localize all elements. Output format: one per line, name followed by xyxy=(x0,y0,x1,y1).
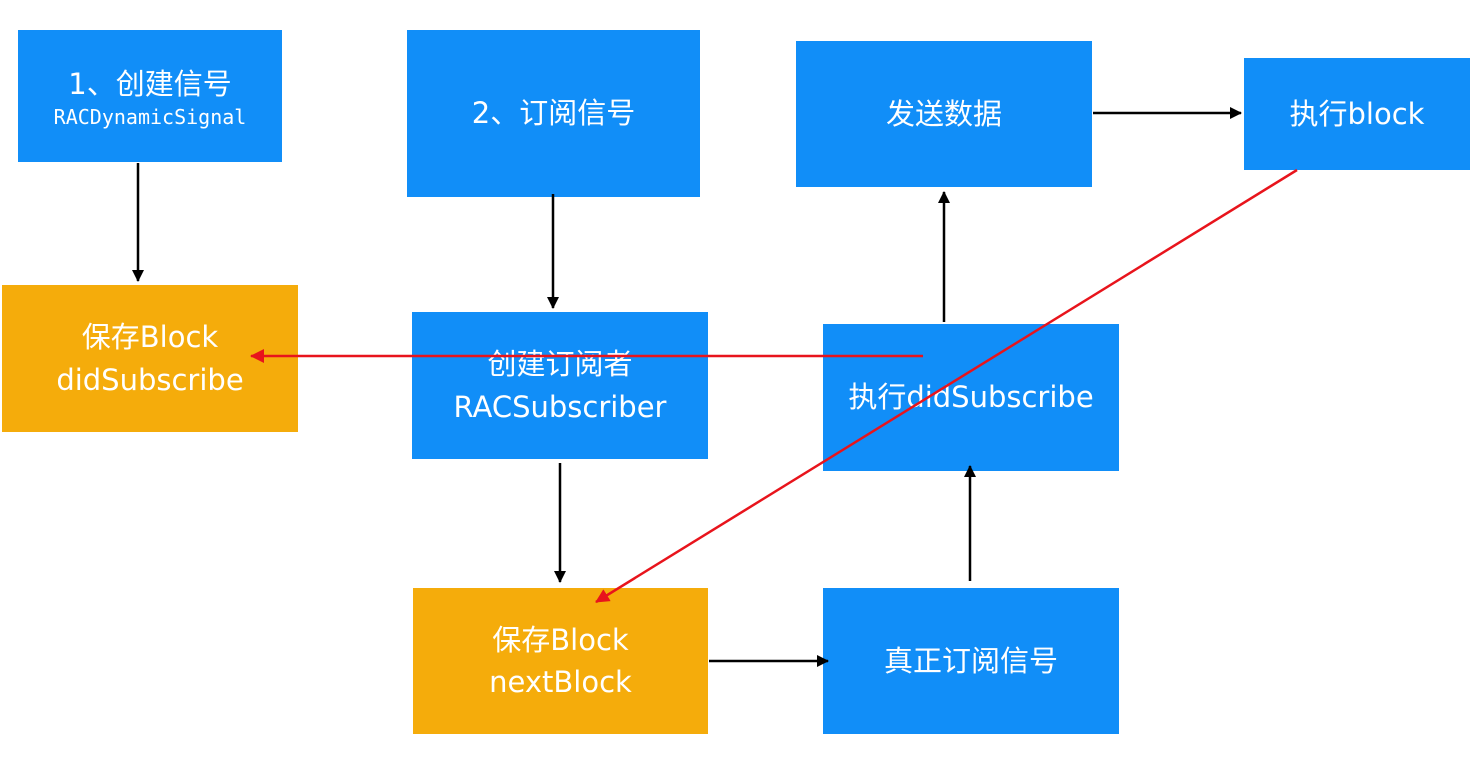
save-next-block-line1: 保存Block xyxy=(492,622,629,657)
subscribe-signal-title: 2、订阅信号 xyxy=(471,96,636,131)
create-signal-class: RACDynamicSignal xyxy=(53,104,247,129)
save-did-subscribe-box: 保存Block didSubscribe xyxy=(2,285,298,432)
run-did-subscribe-title: 执行didSubscribe xyxy=(848,380,1094,415)
save-next-block-box: 保存Block nextBlock xyxy=(413,588,708,734)
create-signal-title: 1、创建信号 xyxy=(68,67,232,102)
create-subscriber-box: 创建订阅者 RACSubscriber xyxy=(412,312,708,459)
send-data-box: 发送数据 xyxy=(796,41,1092,187)
real-subscribe-title: 真正订阅信号 xyxy=(883,643,1058,678)
run-block-title: 执行block xyxy=(1289,96,1425,131)
create-signal-box: 1、创建信号 RACDynamicSignal xyxy=(18,30,282,162)
save-did-subscribe-line1: 保存Block xyxy=(81,320,219,355)
send-data-title: 发送数据 xyxy=(885,96,1002,131)
subscribe-signal-box: 2、订阅信号 xyxy=(407,30,700,197)
run-did-subscribe-box: 执行didSubscribe xyxy=(823,324,1119,471)
create-subscriber-line2: RACSubscriber xyxy=(453,389,667,424)
create-subscriber-line1: 创建订阅者 xyxy=(487,347,633,382)
save-did-subscribe-line2: didSubscribe xyxy=(56,362,244,397)
real-subscribe-box: 真正订阅信号 xyxy=(823,588,1119,734)
save-next-block-line2: nextBlock xyxy=(489,665,632,699)
run-block-box: 执行block xyxy=(1244,58,1470,170)
red-arrow-run-block-to-save-next-block xyxy=(595,168,1298,604)
